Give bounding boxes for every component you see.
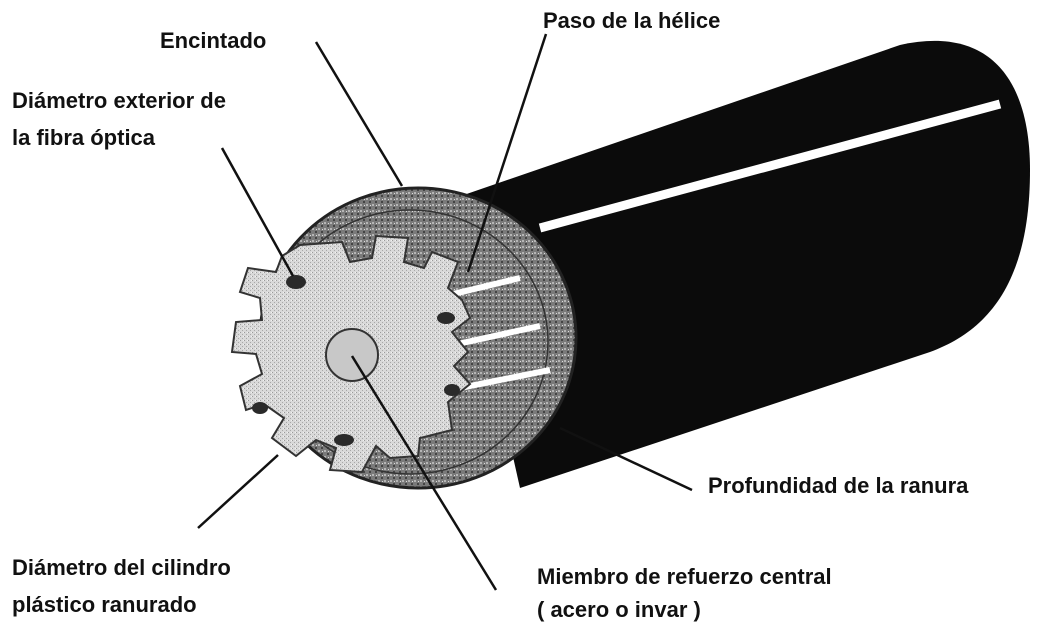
label-miembro-line2: ( acero o invar ) — [537, 597, 701, 622]
core-grooves — [252, 275, 460, 446]
leader-lines — [197, 33, 693, 591]
label-encintado: Encintado — [160, 28, 266, 53]
label-diametro-fibra-line1: Diámetro exterior de — [12, 88, 226, 113]
cable-jacket — [455, 40, 1030, 489]
central-strength-member — [325, 328, 379, 382]
jacket-stripe — [538, 99, 1002, 233]
leader-profundidad — [559, 426, 693, 492]
leader-diametro-cilindro — [197, 454, 279, 529]
label-miembro-line1: Miembro de refuerzo central — [537, 564, 832, 589]
leader-diametro-fibra — [220, 147, 295, 277]
label-diametro-cilindro-line2: plástico ranurado — [12, 592, 197, 617]
label-diametro-fibra-line2: la fibra óptica — [12, 125, 156, 150]
label-profundidad: Profundidad de la ranura — [708, 473, 969, 498]
leader-encintado — [314, 41, 404, 187]
leader-paso-helice — [466, 33, 548, 273]
label-diametro-cilindro-line1: Diámetro del cilindro — [12, 555, 231, 580]
label-paso-helice: Paso de la hélice — [543, 8, 720, 33]
leader-miembro — [350, 355, 498, 591]
